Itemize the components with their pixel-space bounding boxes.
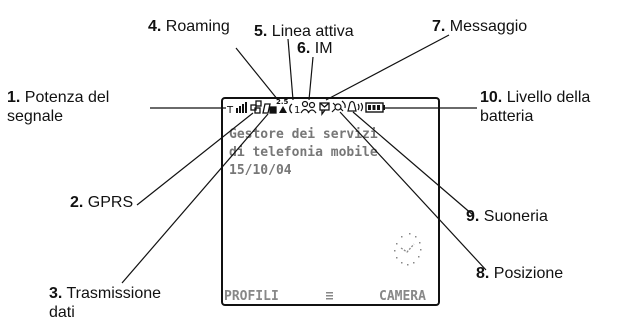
im-icon [300, 100, 317, 114]
softkey-right[interactable]: CAMERA [379, 289, 426, 304]
softkey-left[interactable]: PROFILI [224, 289, 279, 304]
date-display: 15/10/04 [229, 163, 292, 178]
callout-1-signal-strength: 1. Potenza del segnale [7, 89, 110, 125]
callout-7-message: 7. Messaggio [432, 18, 528, 35]
callout-2-gprs: 2. GPRS [70, 194, 134, 211]
leader-line-7 [325, 34, 450, 101]
leader-line-5 [287, 38, 294, 101]
callout-8-location: 8. Posizione [476, 265, 564, 282]
callout-5-active-line: 5. Linea attiva [254, 23, 354, 40]
battery-icon [365, 102, 385, 113]
carrier-line-2: di telefonia mobile [229, 145, 378, 160]
callout-3-data-transmission: 3. Trasmissione dati [49, 285, 162, 321]
menu-icon[interactable] [326, 292, 333, 300]
status-bar: T 2.5 1 [226, 98, 385, 116]
signal-strength-icon: T [226, 102, 247, 116]
callout-9-ringer: 9. Suoneria [466, 208, 548, 225]
location-icon [331, 100, 346, 113]
leader-line-8 [339, 111, 487, 271]
leader-line-3 [121, 113, 269, 284]
ringer-icon [347, 100, 364, 112]
active-line-icon: 1 [289, 103, 300, 116]
gprs-icon [250, 100, 262, 114]
clock-icon [394, 233, 422, 266]
leader-line-9 [352, 111, 474, 216]
callout-4-roaming: 4. Roaming [148, 18, 230, 35]
svg-text:T: T [226, 105, 234, 116]
roaming-icon: 2.5 [276, 98, 289, 113]
callout-10-battery-level: 10. Livello della batteria [480, 89, 591, 125]
leader-line-4 [235, 47, 279, 101]
data-transmission-icon [262, 103, 277, 114]
message-icon [319, 102, 330, 116]
carrier-line-1: Gestore dei servizi [229, 127, 378, 142]
svg-text:2.5: 2.5 [276, 98, 289, 106]
leader-line-2 [136, 112, 254, 206]
callout-6-im: 6. IM [297, 40, 333, 57]
svg-text:1: 1 [294, 105, 300, 116]
leader-line-6 [308, 56, 314, 101]
